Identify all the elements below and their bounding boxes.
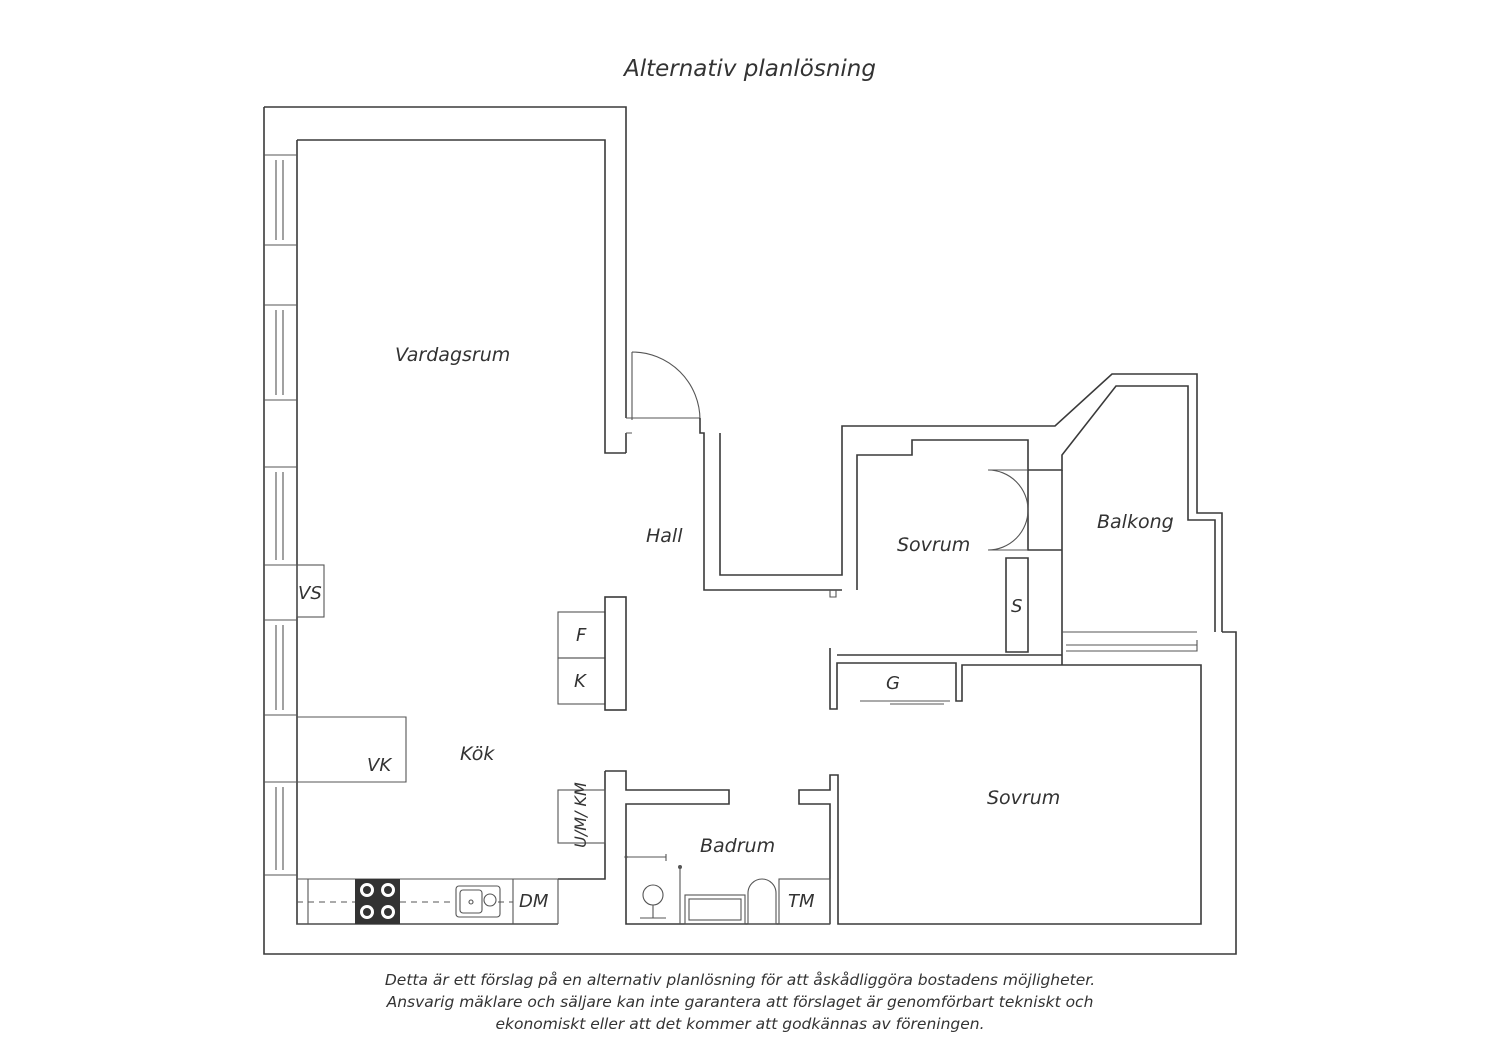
hall-wall-east xyxy=(699,373,1223,632)
fixture-label-s: S xyxy=(1011,596,1023,617)
balcony-edge xyxy=(1062,631,1198,652)
kitchen-counter xyxy=(297,878,559,925)
disclaimer-line-3: ekonomiskt eller att det kommer att godk… xyxy=(495,1015,985,1033)
west-inner-wall xyxy=(296,140,558,925)
fixture-label-dm: DM xyxy=(519,891,549,912)
room-label-badrum: Badrum xyxy=(700,835,776,857)
plan-title: Alternativ planlösning xyxy=(623,56,876,82)
room-label-sovrum-lower: Sovrum xyxy=(987,787,1061,809)
fixture-label-tm: TM xyxy=(788,891,815,912)
toilet xyxy=(747,878,777,925)
sink xyxy=(455,885,501,918)
tm-box xyxy=(778,878,831,925)
disclaimer-line-2: Ansvarig mäklare och säljare kan inte ga… xyxy=(386,993,1094,1011)
living-inner-wall xyxy=(297,139,626,454)
vk-counter xyxy=(297,716,407,783)
closet-doors xyxy=(987,469,1029,551)
bedroom-divider xyxy=(798,648,1202,925)
um-km-box xyxy=(557,789,606,844)
fixture-label-f: F xyxy=(576,625,587,646)
fk-wall xyxy=(604,596,627,711)
room-label-balkong: Balkong xyxy=(1097,511,1174,533)
fixture-label-um-km: U/M/ KM xyxy=(571,782,590,848)
fixture-label-vk: VK xyxy=(367,755,392,776)
washbasin xyxy=(684,894,746,925)
entrance-door xyxy=(626,351,701,434)
s-closet xyxy=(1005,557,1029,653)
room-label-hall: Hall xyxy=(646,525,683,547)
west-windows xyxy=(264,154,297,876)
closet-wall xyxy=(1027,470,1063,665)
room-label-kok: Kök xyxy=(460,743,495,765)
bath-fixtures xyxy=(624,854,831,925)
bath-wall xyxy=(605,770,830,925)
fixture-label-vs: VS xyxy=(298,583,322,604)
wardrobe-g xyxy=(860,700,950,705)
vs-box xyxy=(296,564,325,618)
fixture-label-g: G xyxy=(886,673,900,694)
room-label-vardagsrum: Vardagsrum xyxy=(395,344,511,366)
fixture-label-k: K xyxy=(574,671,586,692)
hall-wall-east-inner xyxy=(856,385,1216,632)
outer-boundary xyxy=(263,106,1237,955)
room-label-sovrum-upper: Sovrum xyxy=(897,534,971,556)
disclaimer-line-1: Detta är ett förslag på en alternativ pl… xyxy=(384,971,1096,989)
disclaimer: Detta är ett förslag på en alternativ pl… xyxy=(300,969,1180,1035)
